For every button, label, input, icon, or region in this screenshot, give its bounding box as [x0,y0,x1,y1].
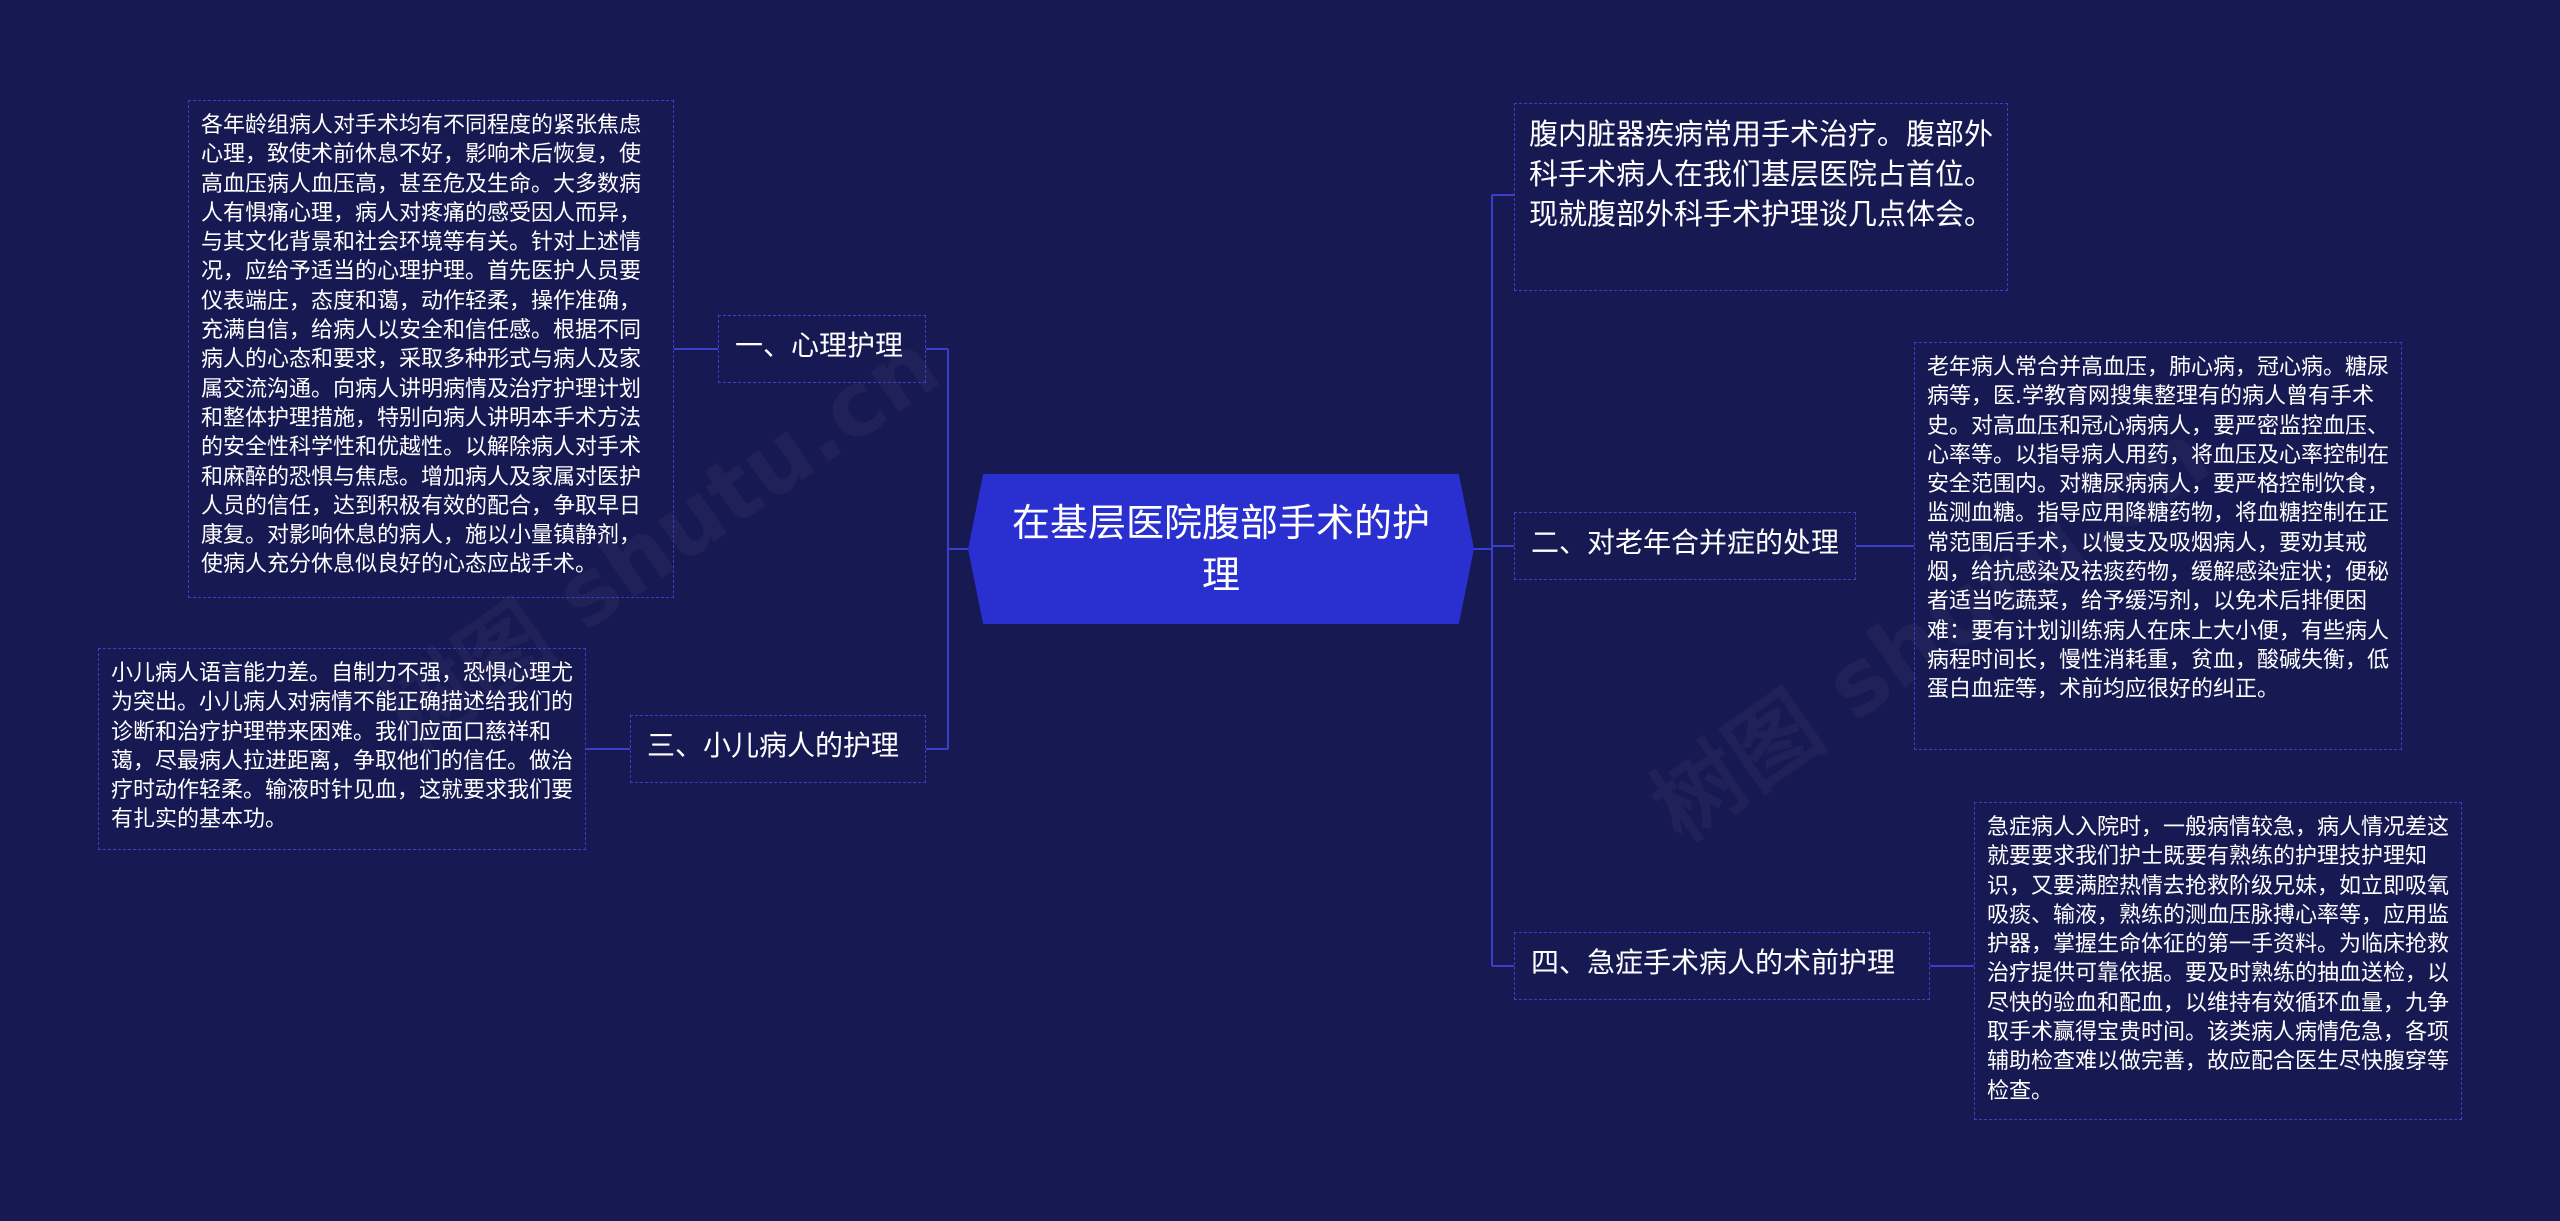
detail-text: 各年龄组病人对手术均有不同程度的紧张焦虑心理，致使术前休息不好，影响术后恢复，使… [201,113,642,578]
intro-node[interactable]: 腹内脏器疾病常用手术治疗。腹部外科手术病人在我们基层医院占首位。现就腹部外科手术… [1514,103,2008,291]
branch-psychological-care[interactable]: 一、心理护理 [718,315,926,383]
branch-label: 二、对老年合并症的处理 [1531,526,1840,559]
branch-elderly-complications[interactable]: 二、对老年合并症的处理 [1514,512,1856,580]
branch-label: 一、心理护理 [735,329,904,362]
intro-text: 腹内脏器疾病常用手术治疗。腹部外科手术病人在我们基层医院占首位。现就腹部外科手术… [1529,117,1994,231]
branch-emergency-preop[interactable]: 四、急症手术病人的术前护理 [1514,932,1930,1000]
detail-pediatric-care[interactable]: 小儿病人语言能力差。自制力不强，恐惧心理尤为突出。小儿病人对病情不能正确描述给我… [98,648,586,850]
detail-text: 急症病人入院时，一般病情较急，病人情况差这就要要求我们护士既要有熟练的护理技护理… [1987,815,2450,1104]
branch-pediatric-care[interactable]: 三、小儿病人的护理 [630,715,926,783]
detail-emergency-preop[interactable]: 急症病人入院时，一般病情较急，病人情况差这就要要求我们护士既要有熟练的护理技护理… [1974,802,2462,1120]
detail-elderly-complications[interactable]: 老年病人常合并高血压，肺心病，冠心病。糖尿病等，医.学教育网搜集整理有的病人曾有… [1914,342,2402,750]
detail-text: 小儿病人语言能力差。自制力不强，恐惧心理尤为突出。小儿病人对病情不能正确描述给我… [111,661,574,833]
detail-text: 老年病人常合并高血压，肺心病，冠心病。糖尿病等，医.学教育网搜集整理有的病人曾有… [1927,355,2390,703]
central-topic-label: 在基层医院腹部手术的护理 [1012,501,1431,597]
central-topic[interactable]: 在基层医院腹部手术的护理 [968,474,1474,624]
branch-label: 四、急症手术病人的术前护理 [1531,946,1896,979]
branch-label: 三、小儿病人的护理 [647,729,900,762]
detail-psychological-care[interactable]: 各年龄组病人对手术均有不同程度的紧张焦虑心理，致使术前休息不好，影响术后恢复，使… [188,100,674,598]
